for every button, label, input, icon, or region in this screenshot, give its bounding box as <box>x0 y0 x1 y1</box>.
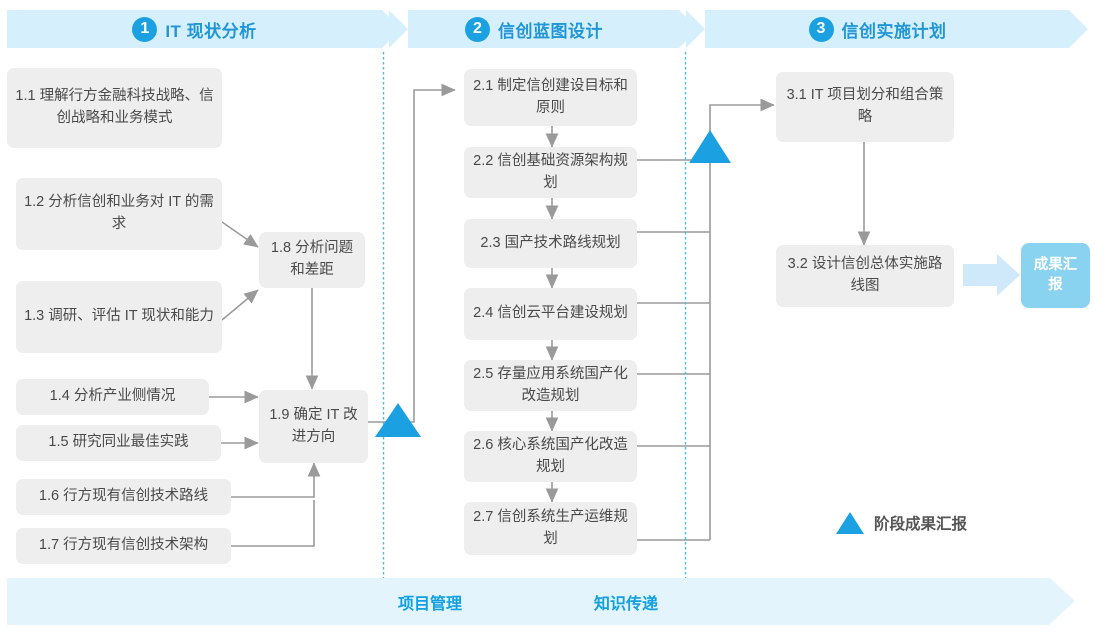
phase-number-badge: 3 <box>808 16 834 42</box>
footer-label-knowledge-transfer: 知识传递 <box>594 596 659 613</box>
triangle-milestone-icon <box>836 512 864 534</box>
task-box-2-1[interactable]: 2.1 制定信创建设目标和原则 <box>464 69 637 126</box>
chevron-notch-icon <box>389 10 408 48</box>
task-box-2-7[interactable]: 2.7 信创系统生产运维规划 <box>464 502 637 555</box>
task-box-1-9[interactable]: 1.9 确定 IT 改进方向 <box>259 390 368 463</box>
chevron-right-icon <box>1069 10 1088 48</box>
chevron-notch-icon <box>686 10 705 48</box>
task-box-1-7[interactable]: 1.7 行方现有信创技术架构 <box>16 528 231 564</box>
footer-label-project-management: 项目管理 <box>398 596 463 613</box>
result-report-box[interactable]: 成果汇报 <box>1021 243 1090 308</box>
task-box-1-2[interactable]: 1.2 分析信创和业务对 IT 的需求 <box>16 178 222 250</box>
milestone-triangle-icon <box>689 130 731 163</box>
task-box-2-5[interactable]: 2.5 存量应用系统国产化改造规划 <box>464 360 637 411</box>
phase-banner-1: 1 IT 现状分析 <box>7 10 401 48</box>
task-box-3-2[interactable]: 3.2 设计信创总体实施路线图 <box>776 245 954 307</box>
legend-milestone: 阶段成果汇报 <box>836 512 967 534</box>
phase-title: 信创蓝图设计 <box>498 21 603 41</box>
task-box-2-4[interactable]: 2.4 信创云平台建设规划 <box>464 288 637 340</box>
phase-title: 信创实施计划 <box>841 21 947 41</box>
milestone-triangle-icon <box>375 403 421 437</box>
phase-title: IT 现状分析 <box>165 21 257 41</box>
task-box-1-6[interactable]: 1.6 行方现有信创技术路线 <box>16 479 231 515</box>
task-box-1-3[interactable]: 1.3 调研、评估 IT 现状和能力 <box>16 281 222 353</box>
task-box-2-6[interactable]: 2.6 核心系统国产化改造规划 <box>464 431 637 482</box>
footer-bar <box>7 578 1050 625</box>
task-box-1-1[interactable]: 1.1 理解行方金融科技战略、信创战略和业务模式 <box>7 68 222 148</box>
task-box-1-8[interactable]: 1.8 分析问题和差距 <box>259 232 365 288</box>
phase-number-badge: 2 <box>465 16 490 42</box>
phase-banner-3: 3 信创实施计划 <box>686 10 1088 48</box>
task-box-2-3[interactable]: 2.3 国产技术路线规划 <box>464 219 637 268</box>
footer-arrow-icon <box>1050 578 1075 624</box>
task-box-3-1[interactable]: 3.1 IT 项目划分和组合策略 <box>776 72 954 142</box>
task-box-2-2[interactable]: 2.2 信创基础资源架构规划 <box>464 147 637 198</box>
task-box-1-4[interactable]: 1.4 分析产业侧情况 <box>16 379 209 415</box>
phase-banner-2: 2 信创蓝图设计 <box>389 10 698 48</box>
task-box-1-5[interactable]: 1.5 研究同业最佳实践 <box>16 425 221 461</box>
result-arrow-icon <box>963 254 1020 296</box>
legend-label: 阶段成果汇报 <box>874 516 968 533</box>
phase-number-badge: 1 <box>132 16 158 42</box>
